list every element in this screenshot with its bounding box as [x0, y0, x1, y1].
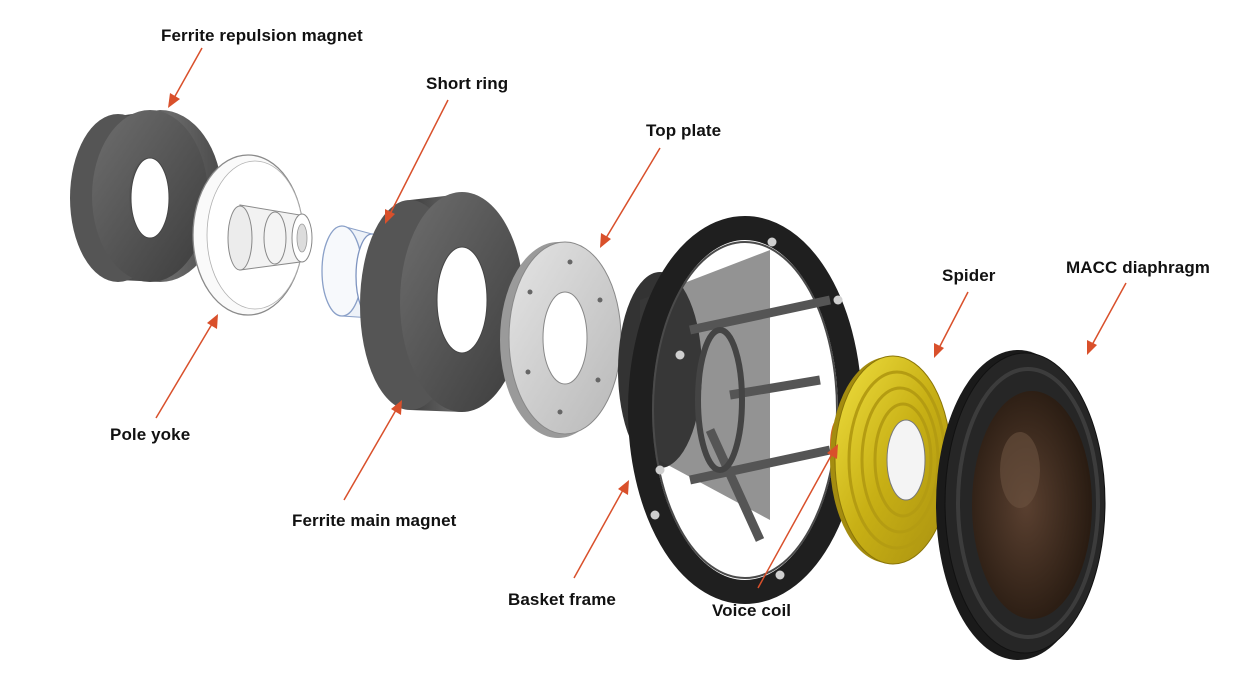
arrow-voice-coil	[757, 444, 838, 589]
label-macc-diaphragm: MACC diaphragm	[1066, 258, 1211, 277]
basket-frame	[618, 216, 862, 604]
arrow-ferrite-main-magnet	[343, 400, 402, 501]
label-top-plate: Top plate	[646, 121, 722, 140]
label-voice-coil: Voice coil	[712, 601, 792, 620]
top-plate	[500, 241, 622, 438]
ferrite-repulsion-magnet	[70, 110, 222, 282]
arrow-ferrite-repulsion-magnet	[168, 47, 203, 108]
spider	[830, 355, 952, 565]
arrow-spider	[934, 291, 969, 358]
label-basket-frame: Basket frame	[508, 590, 616, 609]
ferrite-main-magnet	[360, 192, 524, 412]
arrow-top-plate	[600, 147, 661, 248]
arrow-short-ring	[385, 99, 449, 224]
macc-diaphragm	[936, 350, 1106, 660]
label-ferrite-main-magnet: Ferrite main magnet	[292, 511, 457, 530]
arrow-basket-frame	[573, 480, 629, 579]
label-ferrite-repulsion-magnet: Ferrite repulsion magnet	[161, 26, 363, 45]
pole-yoke	[192, 154, 313, 316]
label-spider: Spider	[942, 266, 996, 285]
arrow-pole-yoke	[155, 314, 218, 419]
arrow-macc-diaphragm	[1087, 282, 1127, 355]
label-short-ring: Short ring	[426, 74, 509, 93]
label-pole-yoke: Pole yoke	[110, 425, 191, 444]
